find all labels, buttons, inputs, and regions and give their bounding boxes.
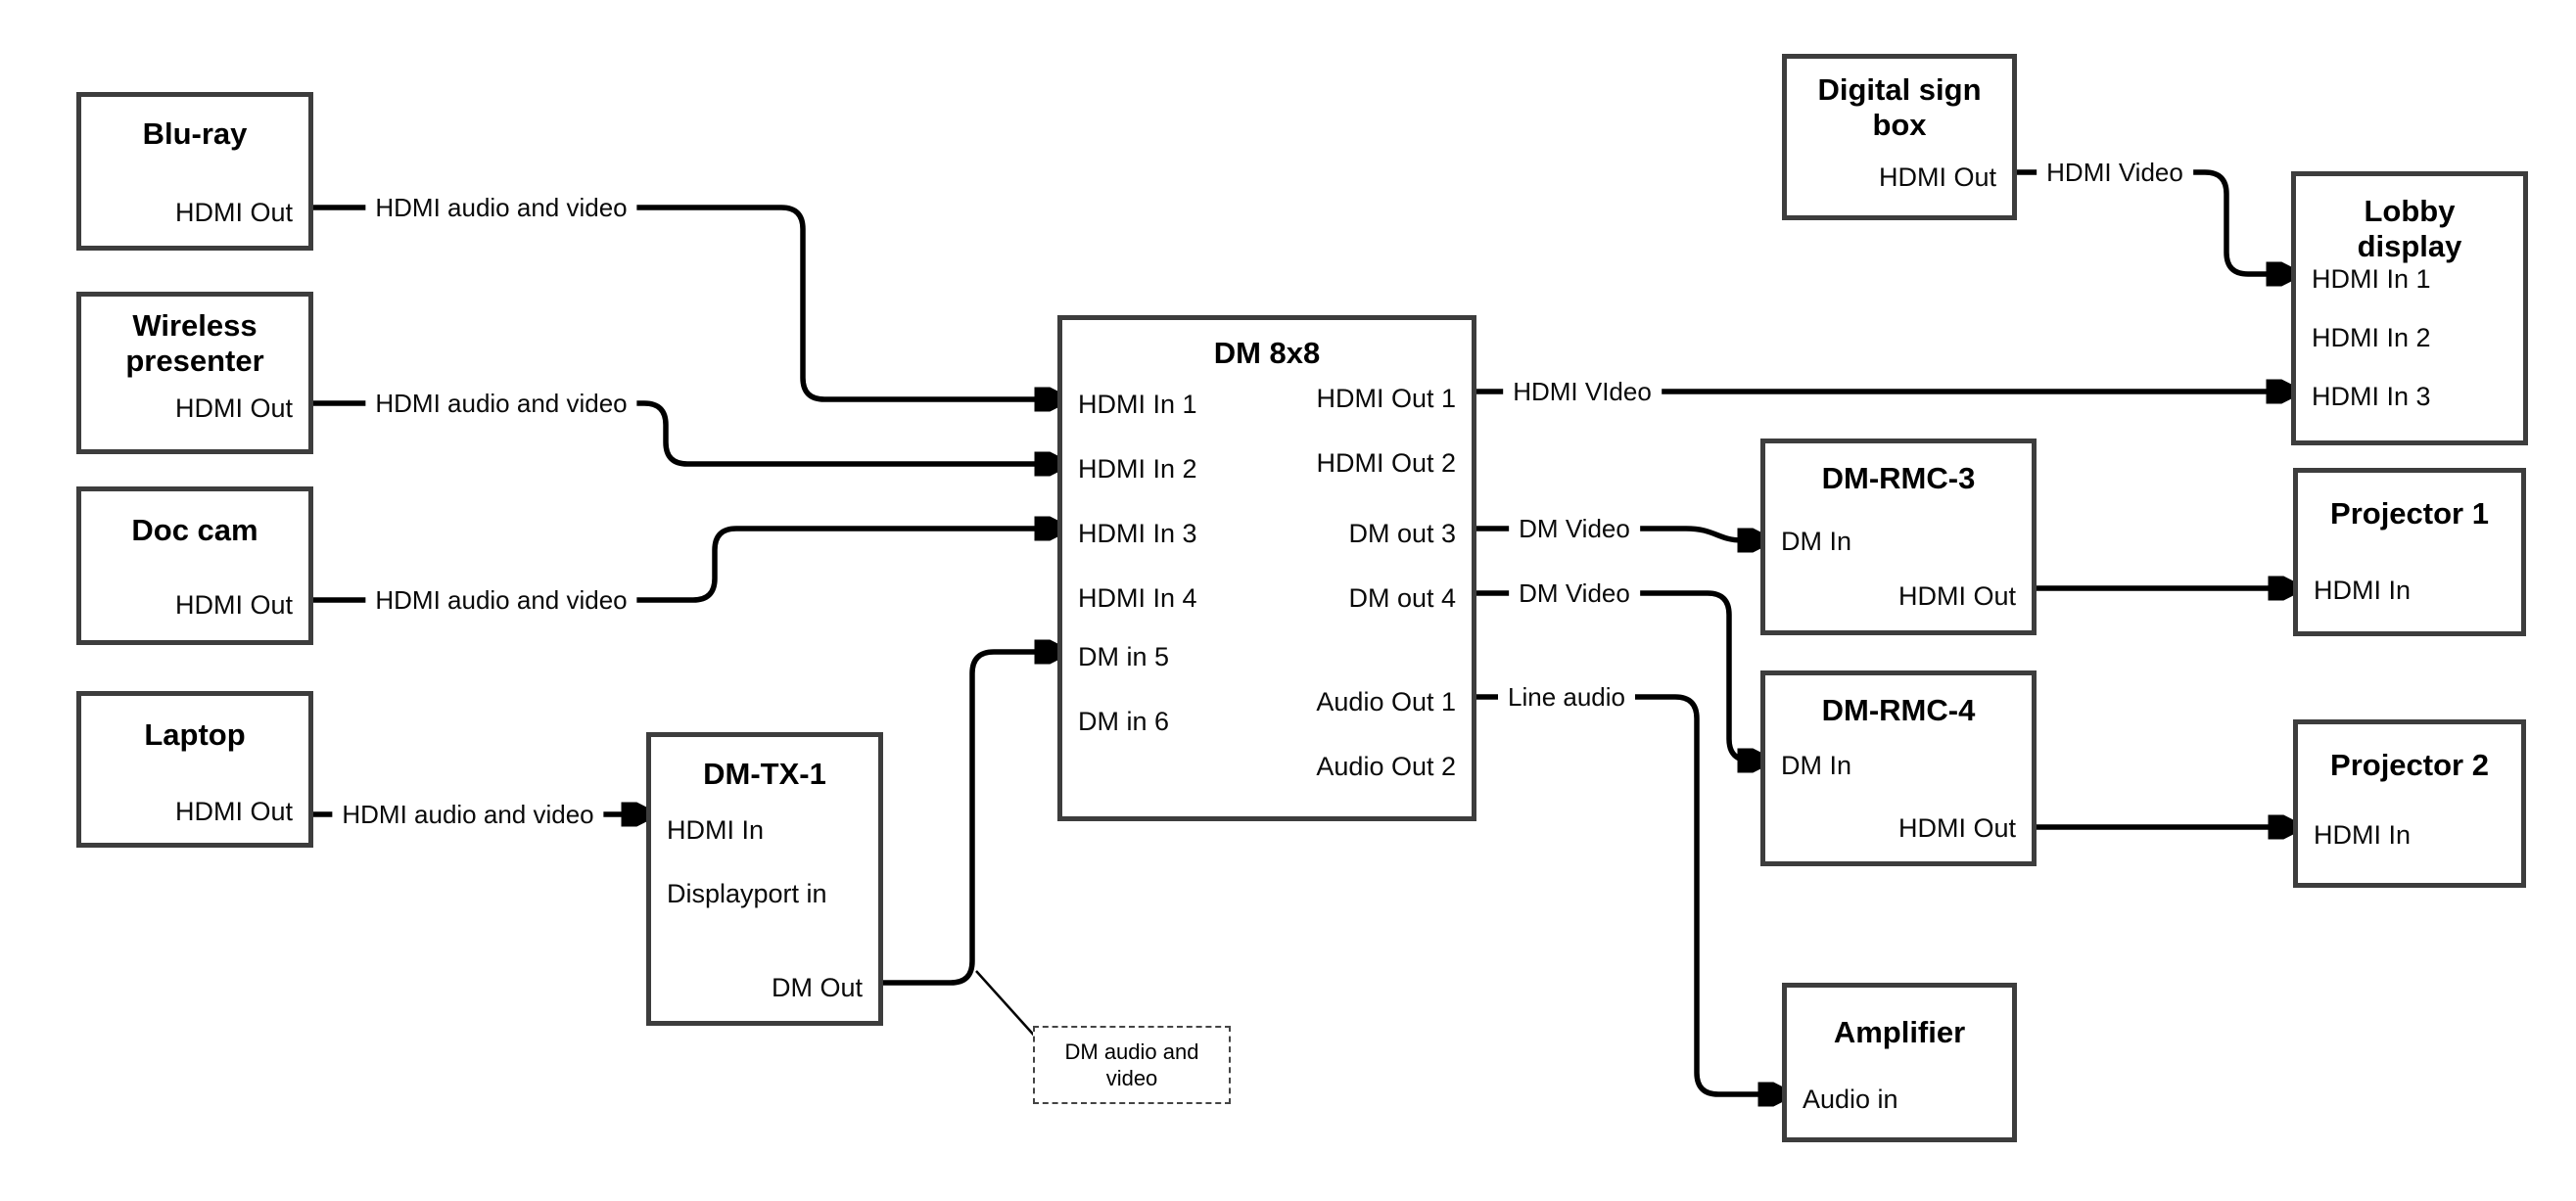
- doccam-port-hdmi-out: HDMI Out: [174, 590, 293, 620]
- device-box-digital-sign: Digital sign box HDMI Out: [1782, 54, 2017, 220]
- dm8x8-port-hdmi-in-3: HDMI In 3: [1078, 519, 1197, 548]
- wire-label-bluray: HDMI audio and video: [365, 192, 637, 223]
- bluray-title: Blu-ray: [142, 116, 248, 151]
- dm8x8-port-hdmi-out-2: HDMI Out 2: [1316, 448, 1456, 478]
- dmtx1-port-dm-out: DM Out: [771, 973, 863, 1002]
- device-box-amplifier: Amplifier Audio in: [1782, 983, 2017, 1142]
- wire-sign-to-lobby-in1: [2017, 169, 2287, 274]
- amplifier-port-audio-in: Audio in: [1803, 1085, 1898, 1114]
- rmc4-port-hdmi-out: HDMI Out: [1897, 813, 2016, 843]
- rmc3-port-hdmi-out: HDMI Out: [1897, 581, 2016, 611]
- lobby-port-hdmi-in-1: HDMI In 1: [2312, 264, 2431, 294]
- dm8x8-port-hdmi-in-4: HDMI In 4: [1078, 583, 1197, 613]
- wire-label-line-audio: Line audio: [1498, 681, 1635, 713]
- rmc4-port-dm-in: DM In: [1781, 751, 1852, 780]
- dm-rmc-4-title: DM-RMC-4: [1821, 693, 1976, 727]
- lobby-port-hdmi-in-3: HDMI In 3: [2312, 382, 2431, 411]
- digital-sign-port-hdmi-out: HDMI Out: [1878, 162, 1996, 192]
- dm-8x8-title: DM 8x8: [1213, 336, 1321, 370]
- dm8x8-port-dm-out-3: DM out 3: [1348, 519, 1456, 548]
- note-leader-line: [975, 970, 1039, 1040]
- doc-cam-title: Doc cam: [131, 513, 258, 547]
- device-box-doc-cam: Doc cam HDMI Out: [76, 486, 313, 645]
- device-box-projector-2: Projector 2 HDMI In: [2293, 719, 2526, 888]
- device-box-lobby-display: Lobby display HDMI In 1 HDMI In 2 HDMI I…: [2291, 171, 2528, 445]
- proj2-port-hdmi-in: HDMI In: [2314, 820, 2412, 850]
- dm8x8-port-hdmi-out-1: HDMI Out 1: [1316, 384, 1456, 413]
- device-box-laptop: Laptop HDMI Out: [76, 691, 313, 848]
- wire-label-hdmi-video-sign: HDMI Video: [2037, 157, 2193, 188]
- wire-label-dm-video-out4: DM Video: [1509, 577, 1640, 609]
- amplifier-title: Amplifier: [1833, 1015, 1966, 1049]
- dm8x8-port-hdmi-in-1: HDMI In 1: [1078, 390, 1197, 419]
- dm8x8-port-dm-in-6: DM in 6: [1078, 707, 1170, 736]
- wire-bluray-to-dm8x8-in1: [313, 205, 1055, 399]
- wireless-port-hdmi-out: HDMI Out: [174, 393, 293, 423]
- wire-doccam-to-dm8x8-in3: [313, 529, 1055, 603]
- lobby-port-hdmi-in-2: HDMI In 2: [2312, 323, 2431, 352]
- dm-tx-1-title: DM-TX-1: [703, 757, 826, 791]
- wire-label-doccam: HDMI audio and video: [365, 584, 637, 616]
- device-box-projector-1: Projector 1 HDMI In: [2293, 468, 2526, 636]
- dmtx1-port-hdmi-in: HDMI In: [667, 815, 765, 845]
- projector-2-title: Projector 2: [2330, 748, 2489, 782]
- dmtx1-port-displayport-in: Displayport in: [667, 879, 827, 908]
- device-box-dm-rmc-4: DM-RMC-4 DM In HDMI Out: [1760, 670, 2037, 866]
- projector-1-title: Projector 1: [2330, 496, 2489, 531]
- wire-dm8x8-out3-to-rmc3: [1476, 526, 1758, 540]
- dm-rmc-3-title: DM-RMC-3: [1821, 461, 1976, 495]
- rmc3-port-dm-in: DM In: [1781, 527, 1852, 556]
- device-box-wireless-presenter: Wireless presenter HDMI Out: [76, 292, 313, 454]
- wire-dm8x8-audio1-to-amplifier: [1476, 694, 1779, 1094]
- wire-dm8x8-out4-to-rmc4: [1476, 590, 1758, 761]
- dm8x8-port-hdmi-in-2: HDMI In 2: [1078, 454, 1197, 484]
- wire-label-hdmi-video-out1: HDMI VIdeo: [1503, 376, 1662, 407]
- wire-dmtx1-to-dm8x8-in5: [881, 652, 1055, 986]
- dm8x8-port-audio-out-1: Audio Out 1: [1316, 687, 1456, 716]
- laptop-title: Laptop: [144, 717, 246, 752]
- wireless-presenter-title: Wireless presenter: [125, 308, 264, 378]
- dm8x8-port-dm-out-4: DM out 4: [1348, 583, 1456, 613]
- device-box-bluray: Blu-ray HDMI Out: [76, 92, 313, 251]
- wire-label-wireless: HDMI audio and video: [365, 388, 637, 419]
- dm8x8-port-audio-out-2: Audio Out 2: [1316, 752, 1456, 781]
- wire-label-laptop: HDMI audio and video: [332, 799, 604, 830]
- laptop-port-hdmi-out: HDMI Out: [174, 797, 293, 826]
- proj1-port-hdmi-in: HDMI In: [2314, 576, 2412, 605]
- wire-label-dm-video-out3: DM Video: [1509, 513, 1640, 544]
- bluray-port-hdmi-out: HDMI Out: [174, 198, 293, 227]
- dm8x8-port-dm-in-5: DM in 5: [1078, 642, 1170, 671]
- device-box-dm-8x8: DM 8x8 HDMI In 1 HDMI In 2 HDMI In 3 HDM…: [1057, 315, 1476, 821]
- device-box-dm-tx-1: DM-TX-1 HDMI In Displayport in DM Out: [646, 732, 883, 1026]
- device-box-dm-rmc-3: DM-RMC-3 DM In HDMI Out: [1760, 439, 2037, 635]
- annotation-note-text: DM audio and video: [1064, 1039, 1199, 1090]
- annotation-note-dm-audio-video: DM audio and video: [1033, 1026, 1231, 1104]
- lobby-display-title: Lobby display: [2357, 194, 2462, 263]
- wire-wireless-to-dm8x8-in2: [313, 400, 1055, 464]
- digital-sign-title: Digital sign box: [1817, 72, 1982, 142]
